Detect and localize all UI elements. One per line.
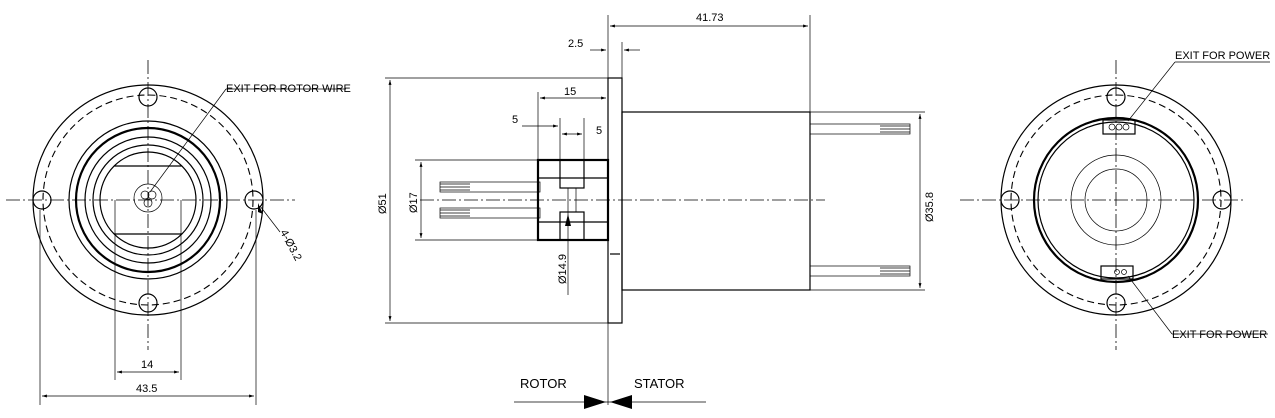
front-view: EXIT FOR ROTOR WIRE 14 43.5 4-Ø3.2	[6, 60, 351, 405]
rear-stator-outline	[1032, 116, 1200, 284]
stator-arrow	[610, 395, 632, 409]
rotor-arrow	[584, 395, 606, 409]
front-hole-arrow	[258, 203, 263, 214]
rear-exit-top-dot-b	[1115, 123, 1123, 131]
rear-mount-hole-right	[1212, 190, 1232, 210]
rear-hub-outer	[1070, 154, 1162, 246]
rear-power-exit-top	[1102, 119, 1136, 135]
rear-exit-top-leader	[1127, 61, 1176, 122]
front-rotor-inner	[92, 144, 204, 256]
rear-view: EXIT FOR POWER EXIT FOR POWER	[960, 50, 1270, 350]
front-rotor-outer	[84, 136, 212, 264]
stator-label: STATOR	[634, 376, 685, 391]
rear-bolt-circle	[1010, 94, 1222, 306]
side-rotor-length-dim: 15	[564, 86, 576, 98]
side-stator-wire-strands	[880, 125, 910, 275]
side-rotor-inner-dim: Ø14.9	[557, 254, 569, 284]
side-rotor-inner-arrow	[565, 214, 571, 226]
front-mount-hole-right	[244, 190, 264, 210]
front-outer-dim: 43.5	[136, 383, 157, 395]
front-rotor-flange	[74, 126, 222, 274]
rear-exit-top-label: EXIT FOR POWER	[1175, 50, 1270, 62]
side-groove-dim-b: 5	[596, 125, 602, 137]
side-stator-body	[621, 111, 811, 291]
front-inner-dim: 14	[141, 359, 153, 371]
rear-mount-hole-top	[1106, 87, 1126, 107]
front-bore	[99, 151, 197, 249]
front-mount-hole-bottom	[138, 293, 158, 313]
front-bore-flats	[114, 165, 182, 235]
side-groove-dim-a: 5	[512, 114, 518, 126]
front-wire-dot-a	[140, 190, 150, 200]
front-hole-dim: 4-Ø3.2	[277, 228, 303, 263]
side-view: 41.73 2.5 15 5 5 Ø51 Ø17 Ø14.9 Ø35.8 ROT…	[377, 12, 936, 409]
front-wire-dot-c	[143, 198, 153, 208]
side-rotor-outer-dim: Ø17	[408, 192, 420, 213]
front-wire-exit	[133, 183, 163, 213]
front-wire-dot-b	[147, 190, 157, 200]
rear-exit-top-dot-c	[1122, 123, 1130, 131]
rear-hub-inner	[1084, 168, 1148, 232]
rear-exit-top-dot-a	[1108, 123, 1116, 131]
rear-exit-bottom-leader	[1127, 275, 1173, 335]
rear-power-exit-bottom	[1100, 265, 1134, 280]
side-stator-diameter-dim: Ø35.8	[924, 192, 936, 222]
side-rotor-groove-bottom	[559, 211, 585, 241]
rear-mount-hole-bottom	[1106, 293, 1126, 313]
front-exit-label: EXIT FOR ROTOR WIRE	[226, 83, 351, 95]
front-mount-hole-left	[32, 190, 52, 210]
front-hole-leader	[259, 205, 281, 233]
rear-exit-bottom-dot-b	[1121, 269, 1127, 275]
rear-mount-hole-left	[1000, 190, 1020, 210]
front-bolt-circle	[42, 94, 254, 306]
front-stator-outline	[68, 120, 228, 280]
side-flange	[607, 77, 623, 324]
front-mount-hole-top	[138, 87, 158, 107]
side-flange-dim: 2.5	[568, 38, 583, 50]
rear-stator-inner	[1037, 121, 1195, 279]
rear-exit-bottom-label: EXIT FOR POWER	[1172, 329, 1267, 341]
side-rotor-groove-top	[559, 159, 585, 189]
side-flange-diameter-dim: Ø51	[377, 193, 389, 214]
rear-exit-bottom-dot-a	[1114, 269, 1120, 275]
front-exit-leader	[149, 88, 227, 193]
side-length-dim: 41.73	[696, 12, 724, 24]
rotor-label: ROTOR	[520, 376, 567, 391]
side-rotor-wire-strands	[440, 183, 470, 217]
